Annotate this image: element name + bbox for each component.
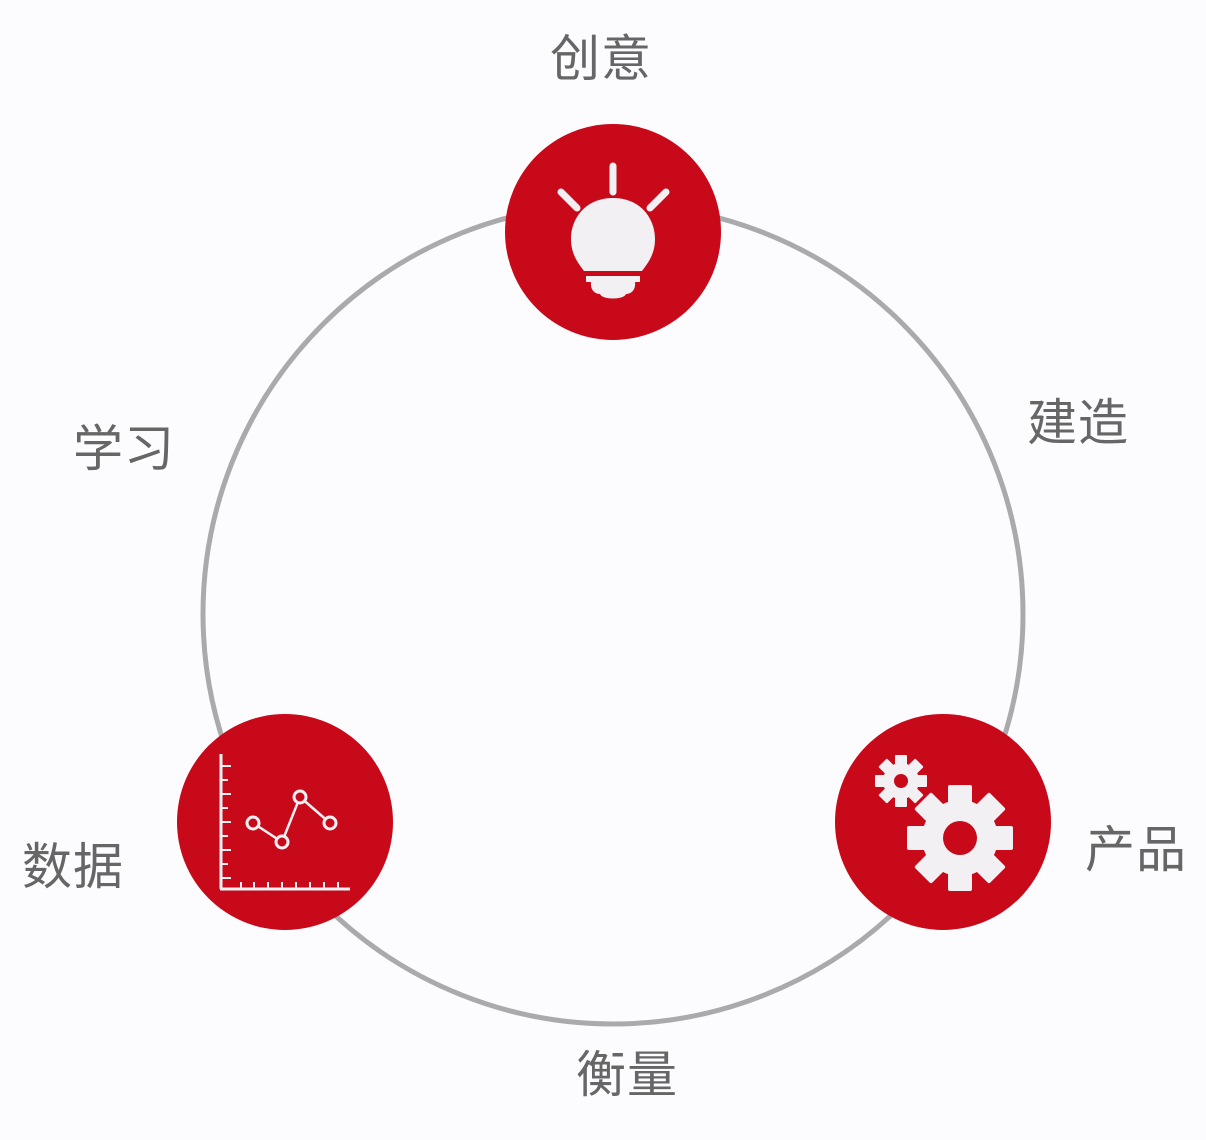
label-product: 产品 <box>1085 821 1187 879</box>
large-gear-icon <box>907 785 1013 891</box>
label-data: 数据 <box>22 838 124 896</box>
lightbulb-icon <box>557 162 670 299</box>
label-idea: 创意 <box>550 30 652 88</box>
label-learn: 学习 <box>73 420 175 478</box>
label-measure: 衡量 <box>576 1046 678 1104</box>
line-chart-icon <box>219 754 350 891</box>
product-node <box>835 714 1051 930</box>
data-node <box>177 714 393 930</box>
label-build: 建造 <box>1027 394 1129 452</box>
data-node-circle <box>177 714 393 930</box>
small-gear-icon <box>875 755 927 807</box>
idea-node <box>505 124 721 340</box>
gears-icon <box>875 755 1013 891</box>
